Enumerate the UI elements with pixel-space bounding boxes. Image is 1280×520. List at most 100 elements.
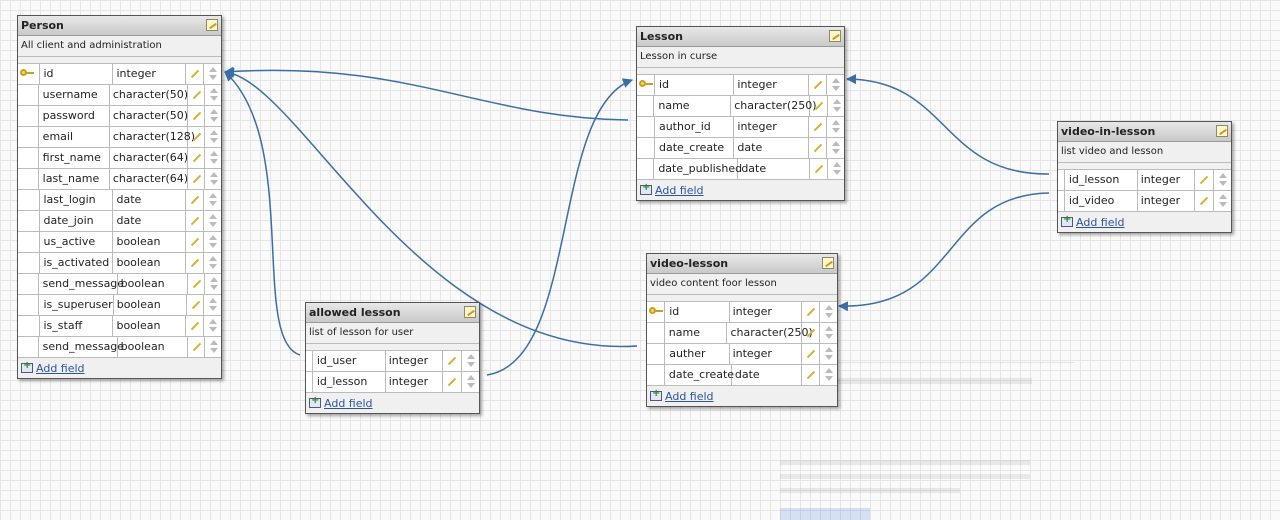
pencil-icon[interactable]	[443, 372, 462, 392]
relation-allowed-user-to-person[interactable]	[224, 71, 301, 356]
reorder-arrows-icon[interactable]	[205, 169, 221, 189]
edit-table-icon[interactable]	[206, 19, 218, 31]
reorder-arrows-icon[interactable]	[827, 75, 844, 95]
reorder-arrows-icon[interactable]	[820, 365, 837, 385]
reorder-arrows-icon[interactable]	[205, 337, 221, 357]
pencil-icon[interactable]	[186, 316, 205, 336]
reorder-arrows-icon[interactable]	[204, 295, 221, 315]
relation-lesson-author-to-person[interactable]	[224, 66, 629, 121]
pencil-icon[interactable]	[802, 344, 820, 364]
pencil-icon[interactable]	[188, 85, 205, 105]
reorder-arrows-icon[interactable]	[205, 85, 221, 105]
pencil-icon[interactable]	[186, 64, 205, 84]
pencil-icon[interactable]	[810, 96, 828, 116]
reorder-arrows-icon[interactable]	[827, 117, 844, 137]
pencil-icon[interactable]	[186, 253, 205, 273]
add-field-button[interactable]: Add field	[18, 358, 221, 378]
pencil-icon[interactable]	[186, 190, 205, 210]
table-allowed-lesson[interactable]: allowed lesson list of lesson for user i…	[305, 302, 480, 414]
add-field-button[interactable]: Add field	[1058, 212, 1231, 232]
pencil-icon[interactable]	[809, 138, 828, 158]
pencil-icon[interactable]	[809, 75, 828, 95]
pencil-icon[interactable]	[186, 211, 205, 231]
pencil-icon[interactable]	[188, 169, 205, 189]
table-header[interactable]: Person	[18, 16, 221, 36]
edit-table-icon[interactable]	[464, 306, 476, 318]
pencil-icon[interactable]	[809, 117, 828, 137]
reorder-arrows-icon[interactable]	[205, 127, 221, 147]
pencil-icon[interactable]	[802, 365, 821, 385]
relation-videoinlesson-video-to-videolesson[interactable]	[838, 192, 1050, 312]
pencil-icon[interactable]	[1195, 191, 1214, 211]
pencil-icon[interactable]	[810, 159, 828, 179]
reorder-arrows-icon[interactable]	[462, 372, 479, 392]
reorder-arrows-icon[interactable]	[828, 96, 844, 116]
reorder-arrows-icon[interactable]	[820, 302, 837, 322]
add-field-button[interactable]: Add field	[637, 180, 844, 200]
reorder-arrows-icon[interactable]	[205, 274, 221, 294]
reorder-arrows-icon[interactable]	[204, 232, 221, 252]
relation-video-auther-to-person[interactable]	[224, 68, 638, 348]
reorder-arrows-icon[interactable]	[1214, 191, 1231, 211]
pencil-icon[interactable]	[187, 295, 205, 315]
reorder-arrows-icon[interactable]	[205, 106, 221, 126]
pencil-icon[interactable]	[1195, 170, 1214, 190]
pencil-icon[interactable]	[188, 106, 205, 126]
pencil-icon[interactable]	[188, 148, 205, 168]
pencil-icon[interactable]	[188, 274, 205, 294]
reorder-arrows-icon[interactable]	[205, 148, 221, 168]
pencil-icon[interactable]	[188, 337, 205, 357]
reorder-arrows-icon[interactable]	[204, 211, 221, 231]
relation-videoinlesson-lesson-to-lesson[interactable]	[846, 74, 1050, 175]
pencil-icon[interactable]	[802, 302, 820, 322]
add-field-button[interactable]: Add field	[647, 386, 837, 406]
reorder-arrows-icon[interactable]	[462, 351, 479, 371]
pencil-icon[interactable]	[186, 232, 205, 252]
table-header[interactable]: video-lesson	[647, 254, 837, 274]
reorder-arrows-icon[interactable]	[1214, 170, 1231, 190]
reorder-arrows-icon[interactable]	[827, 138, 844, 158]
relation-allowed-lesson-to-lesson[interactable]	[486, 78, 633, 376]
edit-table-icon[interactable]	[829, 30, 841, 42]
table-header[interactable]: video-in-lesson	[1058, 122, 1231, 142]
reorder-arrows-icon[interactable]	[204, 253, 221, 273]
edit-table-icon[interactable]	[822, 257, 834, 269]
pencil-icon[interactable]	[802, 323, 821, 343]
table-header[interactable]: allowed lesson	[306, 303, 479, 323]
edit-table-icon[interactable]	[1216, 125, 1228, 137]
pencil-icon[interactable]	[443, 351, 462, 371]
reorder-arrows-icon[interactable]	[204, 316, 221, 336]
add-field-button[interactable]: Add field	[306, 393, 479, 413]
reorder-arrows-icon[interactable]	[820, 323, 837, 343]
table-video-lesson[interactable]: video-lesson video content foor lesson i…	[646, 253, 838, 407]
reorder-arrows-icon[interactable]	[204, 64, 221, 84]
table-video-in-lesson[interactable]: video-in-lesson list video and lesson id…	[1057, 121, 1232, 233]
